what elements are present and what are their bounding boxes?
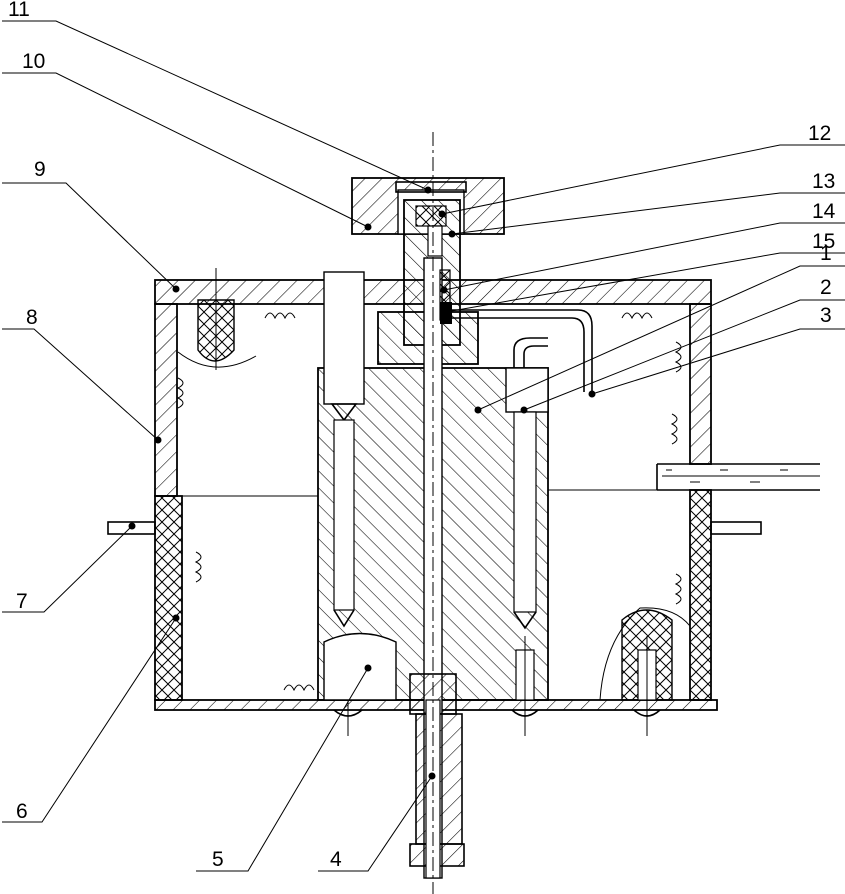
label-9: 9	[34, 158, 46, 181]
label-4: 4	[330, 848, 342, 871]
fasteners	[333, 636, 661, 736]
label-10: 10	[22, 50, 45, 73]
seals	[439, 269, 452, 324]
label-2: 2	[820, 276, 832, 299]
level-lines	[177, 489, 657, 497]
label-3: 3	[820, 304, 832, 327]
label-14: 14	[812, 200, 836, 223]
thermowell	[177, 268, 257, 370]
callout-labels: 11 10 9 8 7 6 5 4 12 13 14 15 1 2 3	[8, 0, 836, 871]
coil-symbols	[176, 312, 682, 692]
label-15: 15	[812, 230, 835, 253]
label-5: 5	[212, 848, 224, 871]
central-shaft	[409, 132, 465, 894]
label-12: 12	[808, 122, 831, 145]
label-13: 13	[812, 170, 835, 193]
label-8: 8	[26, 306, 38, 329]
label-11: 11	[8, 0, 30, 21]
leader-lines	[2, 20, 845, 872]
label-1: 1	[820, 242, 832, 265]
piping	[452, 309, 593, 392]
label-6: 6	[16, 800, 28, 823]
label-7: 7	[16, 590, 28, 613]
